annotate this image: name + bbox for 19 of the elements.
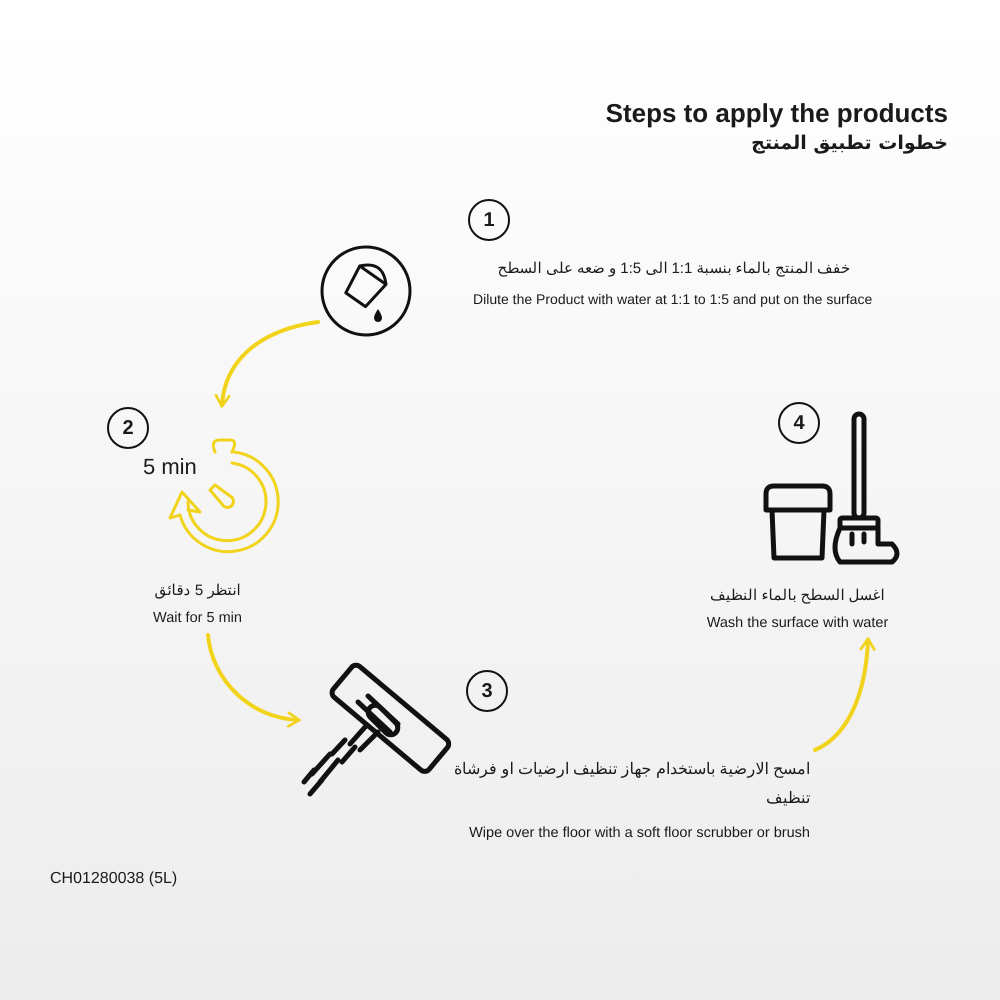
curved-arrow xyxy=(813,637,876,752)
timer-label: 5 min xyxy=(143,453,198,481)
title: Steps to apply the products xyxy=(606,98,948,129)
step-description: Dilute the Product with water at 1:1 to 1:5 and put on the surface xyxy=(473,290,874,309)
step-description: Wait for 5 min xyxy=(152,609,243,628)
step-description: انتظر 5 دقائق xyxy=(154,581,242,601)
step-description: Wash the surface with water xyxy=(706,614,890,633)
product-code: CH01280038 (5L) xyxy=(50,870,178,888)
curved-arrow xyxy=(215,320,320,408)
subtitle: خطوات تطبيق المنتج xyxy=(751,132,948,154)
step-description: اغسل السطح بالماء النظيف xyxy=(709,586,886,606)
step-number: 2 xyxy=(107,407,149,449)
step-number: 4 xyxy=(778,402,820,444)
step-description: خفف المنتج بالماء بنسبة 1:1 الى 1:5 و ضعه على السطح xyxy=(496,259,850,279)
curved-arrow xyxy=(206,633,301,727)
step-description: Wipe over the floor with a soft floor scrubber or brush xyxy=(468,824,810,843)
step-number: 3 xyxy=(466,670,508,712)
step-description: امسح الارضية باستخدام جهاز تنظيف ارضيات او فرشاة تنظيف xyxy=(452,760,810,809)
step-number: 1 xyxy=(468,199,510,241)
